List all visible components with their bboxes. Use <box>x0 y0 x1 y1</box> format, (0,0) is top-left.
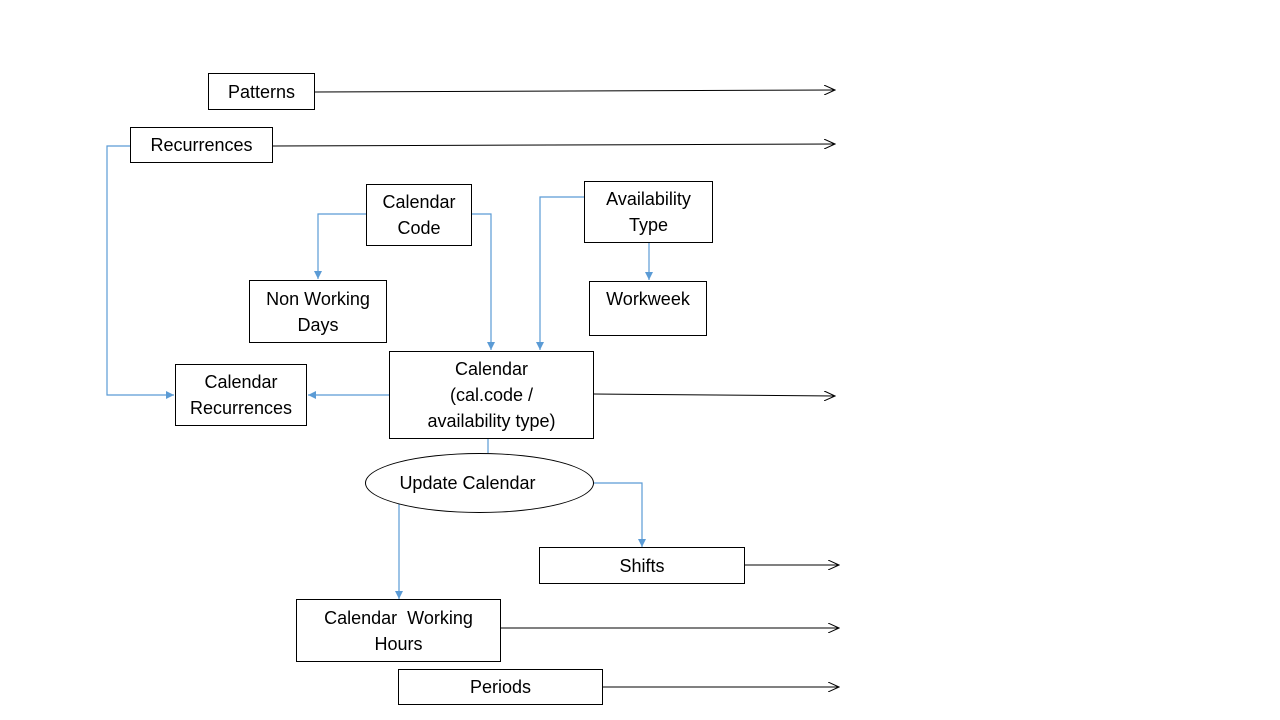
calendar-label-line-3: availability type) <box>427 411 556 431</box>
patterns-label: Patterns <box>227 81 296 102</box>
calendar-code-label-line-2: Code <box>397 218 441 238</box>
availability-type-to-calendar-connector <box>536 196 584 350</box>
availability-type-label-line-1: Availability <box>606 189 691 209</box>
calendar-working-hours-label-line-1: Calendar Working <box>324 607 473 628</box>
workweek-label: Workweek <box>606 289 690 309</box>
shifts-label: Shifts <box>619 555 665 576</box>
patterns-output-arrow <box>313 90 835 92</box>
calendar-code-to-non-working-days-connector <box>314 213 366 279</box>
calendar-output-arrow <box>592 394 835 396</box>
shifts-box: Shifts <box>539 547 745 584</box>
availability-type-label-line-2: Type <box>628 215 669 235</box>
non-working-days-box: Non Working Days <box>249 280 387 343</box>
update-calendar-ellipse: Update Calendar <box>365 453 594 513</box>
workweek-box: Workweek <box>589 281 707 336</box>
calendar-code-box: Calendar Code <box>366 184 472 246</box>
update-calendar-label-line-2: Calendar <box>462 473 536 493</box>
periods-box: Periods <box>398 669 603 705</box>
non-working-days-label-line-1: Non Working <box>266 288 370 309</box>
calendar-code-label-line-1: Calendar <box>382 192 456 212</box>
calendar-recurrences-box: Calendar Recurrences <box>175 364 307 426</box>
calendar-label-line-2: (cal.code / <box>449 385 534 405</box>
recurrences-box: Recurrences <box>130 127 273 163</box>
recurrences-output-arrow <box>271 144 835 146</box>
recurrences-label: Recurrences <box>150 135 253 155</box>
calendar-box: Calendar (cal.code / availability type) <box>389 351 594 439</box>
non-working-days-label-line-2: Days <box>297 314 339 335</box>
patterns-box: Patterns <box>208 73 315 110</box>
recurrences-to-calendar-recurrences-connector <box>106 145 174 399</box>
calendar-label-line-1: Calendar <box>454 359 529 379</box>
periods-label: Periods <box>469 677 532 697</box>
update-calendar-to-shifts-connector <box>592 482 646 547</box>
availability-type-box: Availability Type <box>584 181 713 243</box>
update-calendar-label-line-1: Update <box>399 473 458 493</box>
calendar-working-hours-box: Calendar Working Hours <box>296 599 501 662</box>
calendar-recurrences-label-line-1: Calendar <box>204 372 278 392</box>
calendar-working-hours-label-line-2: Hours <box>374 633 423 654</box>
calendar-recurrences-label-line-2: Recurrences <box>189 398 293 418</box>
calendar-code-to-calendar-connector <box>471 213 495 350</box>
